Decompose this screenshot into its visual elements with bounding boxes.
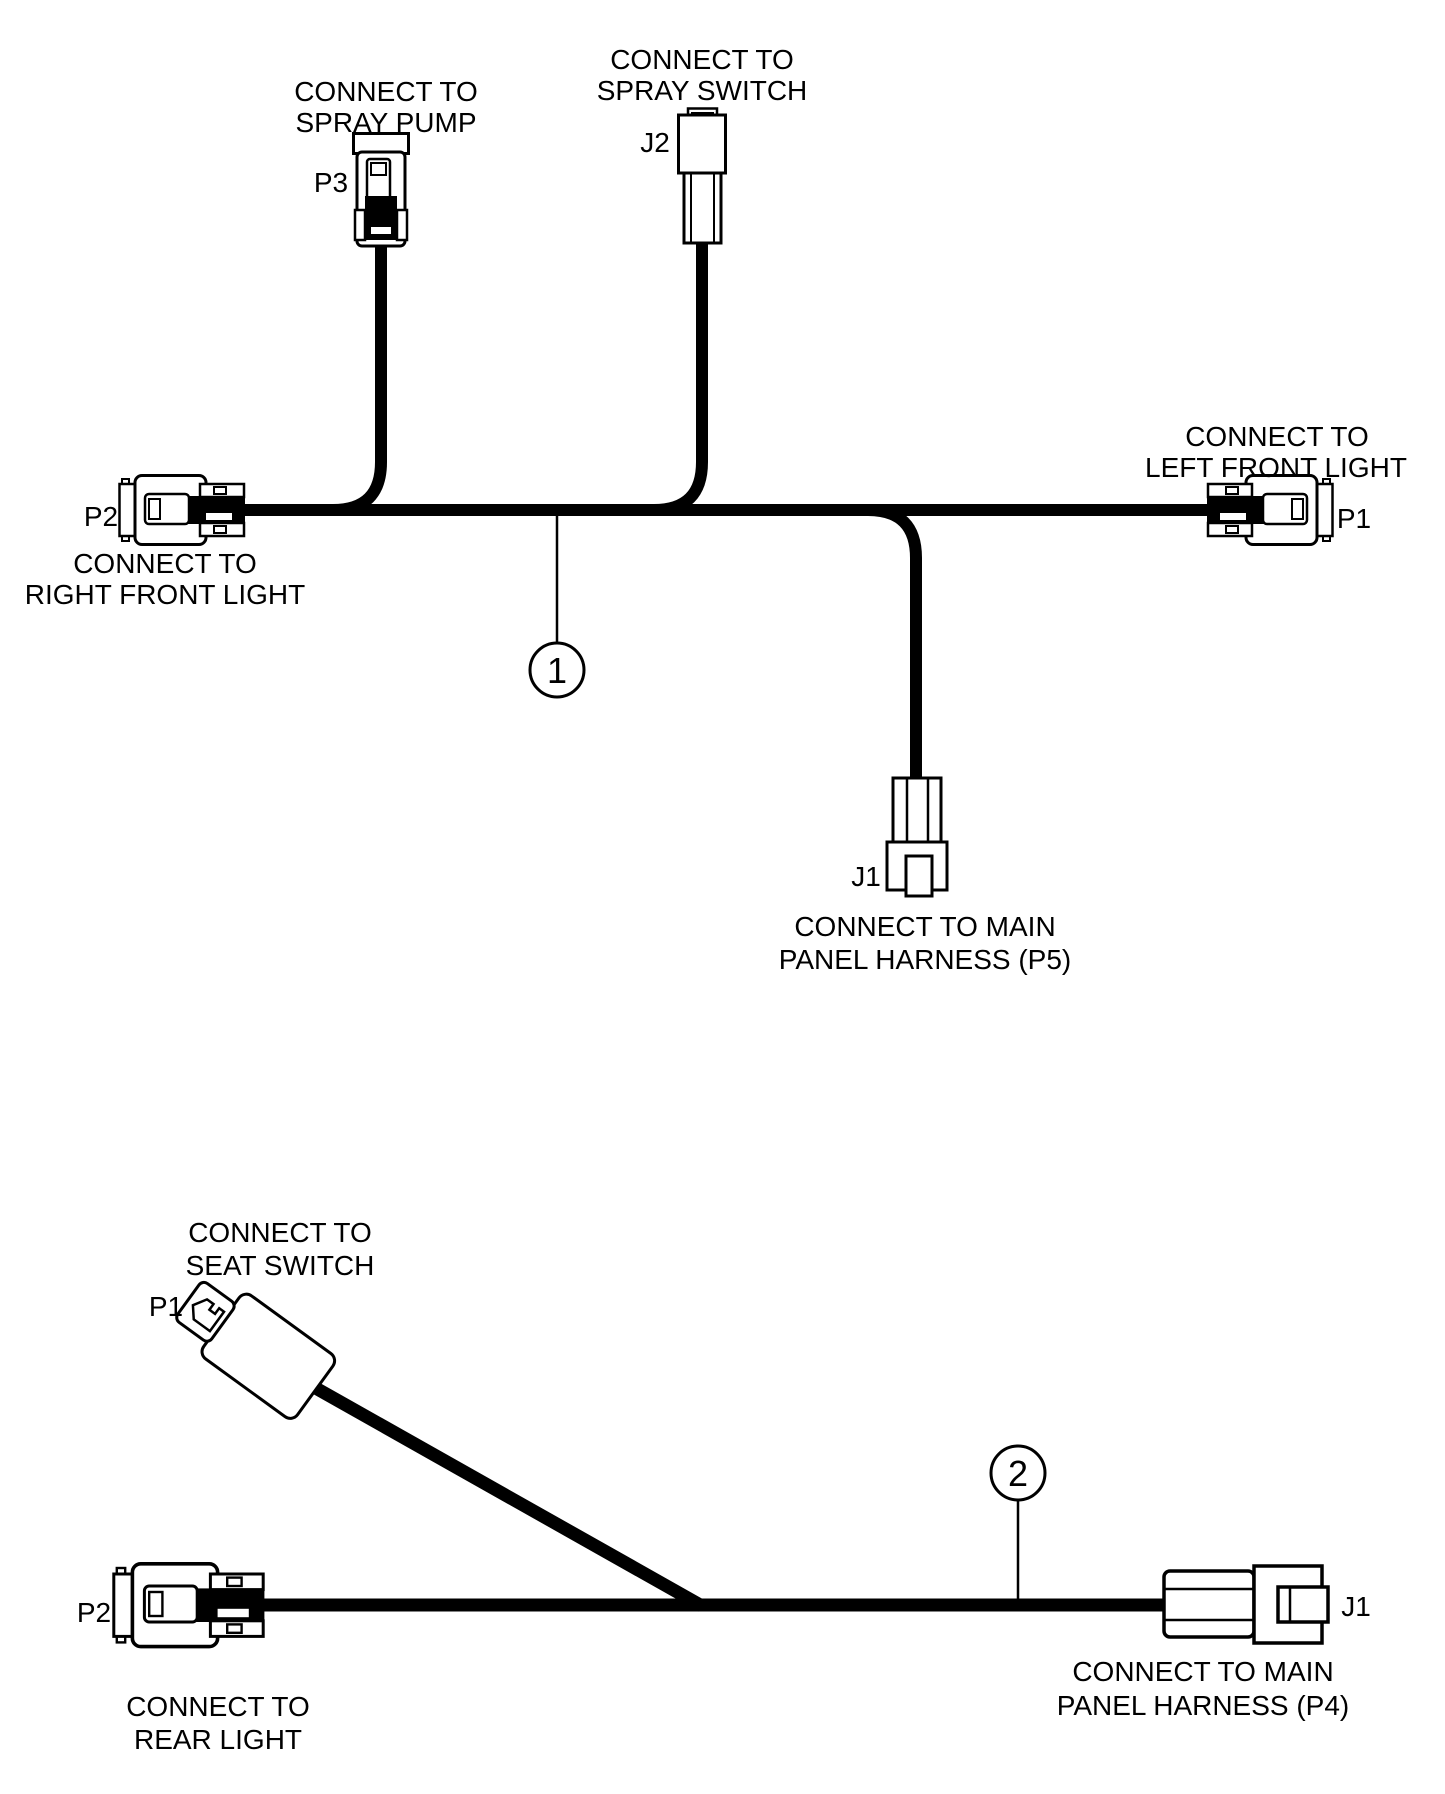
connector-j2-spray-switch: [677, 107, 727, 245]
label-j1-top: J1: [851, 861, 881, 892]
connector-p3-spray-pump: [352, 132, 410, 248]
latch-tab: [395, 208, 409, 242]
callout-1-badge: [528, 641, 586, 699]
label-p1-top: P1: [1337, 503, 1371, 534]
label-j1-bottom: J1: [1341, 1591, 1371, 1622]
wire-branch-main-panel: [867, 504, 922, 782]
caption-main-panel-p5-line1: CONNECT TO MAIN: [794, 911, 1055, 942]
label-p1-bottom: P1: [149, 1291, 183, 1322]
connector-nose: [904, 854, 934, 898]
caption-seat-switch-line1: CONNECT TO: [188, 1217, 372, 1248]
connector-j1-main-panel-bottom: [1162, 1564, 1330, 1645]
caption-left-front-light-line2: LEFT FRONT LIGHT: [1145, 452, 1407, 483]
label-j2: J2: [640, 127, 670, 158]
callout-1-number: 1: [547, 650, 567, 691]
caption-rear-light-line1: CONNECT TO: [126, 1691, 310, 1722]
connector-body: [682, 171, 723, 245]
connector-p2-right-front-light: [118, 474, 247, 546]
connector-p1-left-front-light: [1205, 474, 1334, 546]
caption-spray-pump-line2: SPRAY PUMP: [295, 107, 476, 138]
caption-spray-pump-line1: CONNECT TO: [294, 76, 478, 107]
label-p2-top: P2: [84, 501, 118, 532]
connector-collar: [677, 113, 727, 175]
connector-tongue-step: [370, 162, 387, 176]
latch-tab: [353, 208, 367, 242]
caption-right-front-light-line2: RIGHT FRONT LIGHT: [25, 579, 306, 610]
caption-main-panel-p5-line2: PANEL HARNESS (P5): [779, 944, 1072, 975]
connector-neck: [1162, 1569, 1256, 1639]
connector-keyhole: [191, 1297, 226, 1333]
wire-branch-spray-pump: [332, 244, 387, 516]
label-p2-bottom: P2: [77, 1597, 111, 1628]
wire-seal-slot: [371, 227, 391, 234]
caption-right-front-light-line1: CONNECT TO: [73, 548, 257, 579]
connector-j1-main-panel-top: [885, 776, 949, 898]
caption-main-panel-p4-line2: PANEL HARNESS (P4): [1057, 1690, 1350, 1721]
caption-seat-switch-line2: SEAT SWITCH: [186, 1250, 375, 1281]
caption-spray-switch-line1: CONNECT TO: [610, 44, 794, 75]
caption-spray-switch-line2: SPRAY SWITCH: [597, 75, 808, 106]
caption-rear-light-line2: REAR LIGHT: [134, 1724, 302, 1755]
callout-2-number: 2: [1008, 1453, 1028, 1494]
caption-left-front-light-line1: CONNECT TO: [1185, 421, 1369, 452]
wire-branch-seat-switch: [301, 1376, 706, 1612]
connector-p2-rear-light: [112, 1562, 267, 1649]
wire-branch-spray-switch: [653, 240, 708, 516]
label-p3: P3: [314, 167, 348, 198]
connector-p1-seat-switch: [175, 1280, 337, 1420]
connector-nose: [1276, 1585, 1330, 1624]
connector-neck: [891, 776, 943, 844]
callout-2-badge: [989, 1444, 1047, 1502]
caption-main-panel-p4-line1: CONNECT TO MAIN: [1072, 1656, 1333, 1687]
